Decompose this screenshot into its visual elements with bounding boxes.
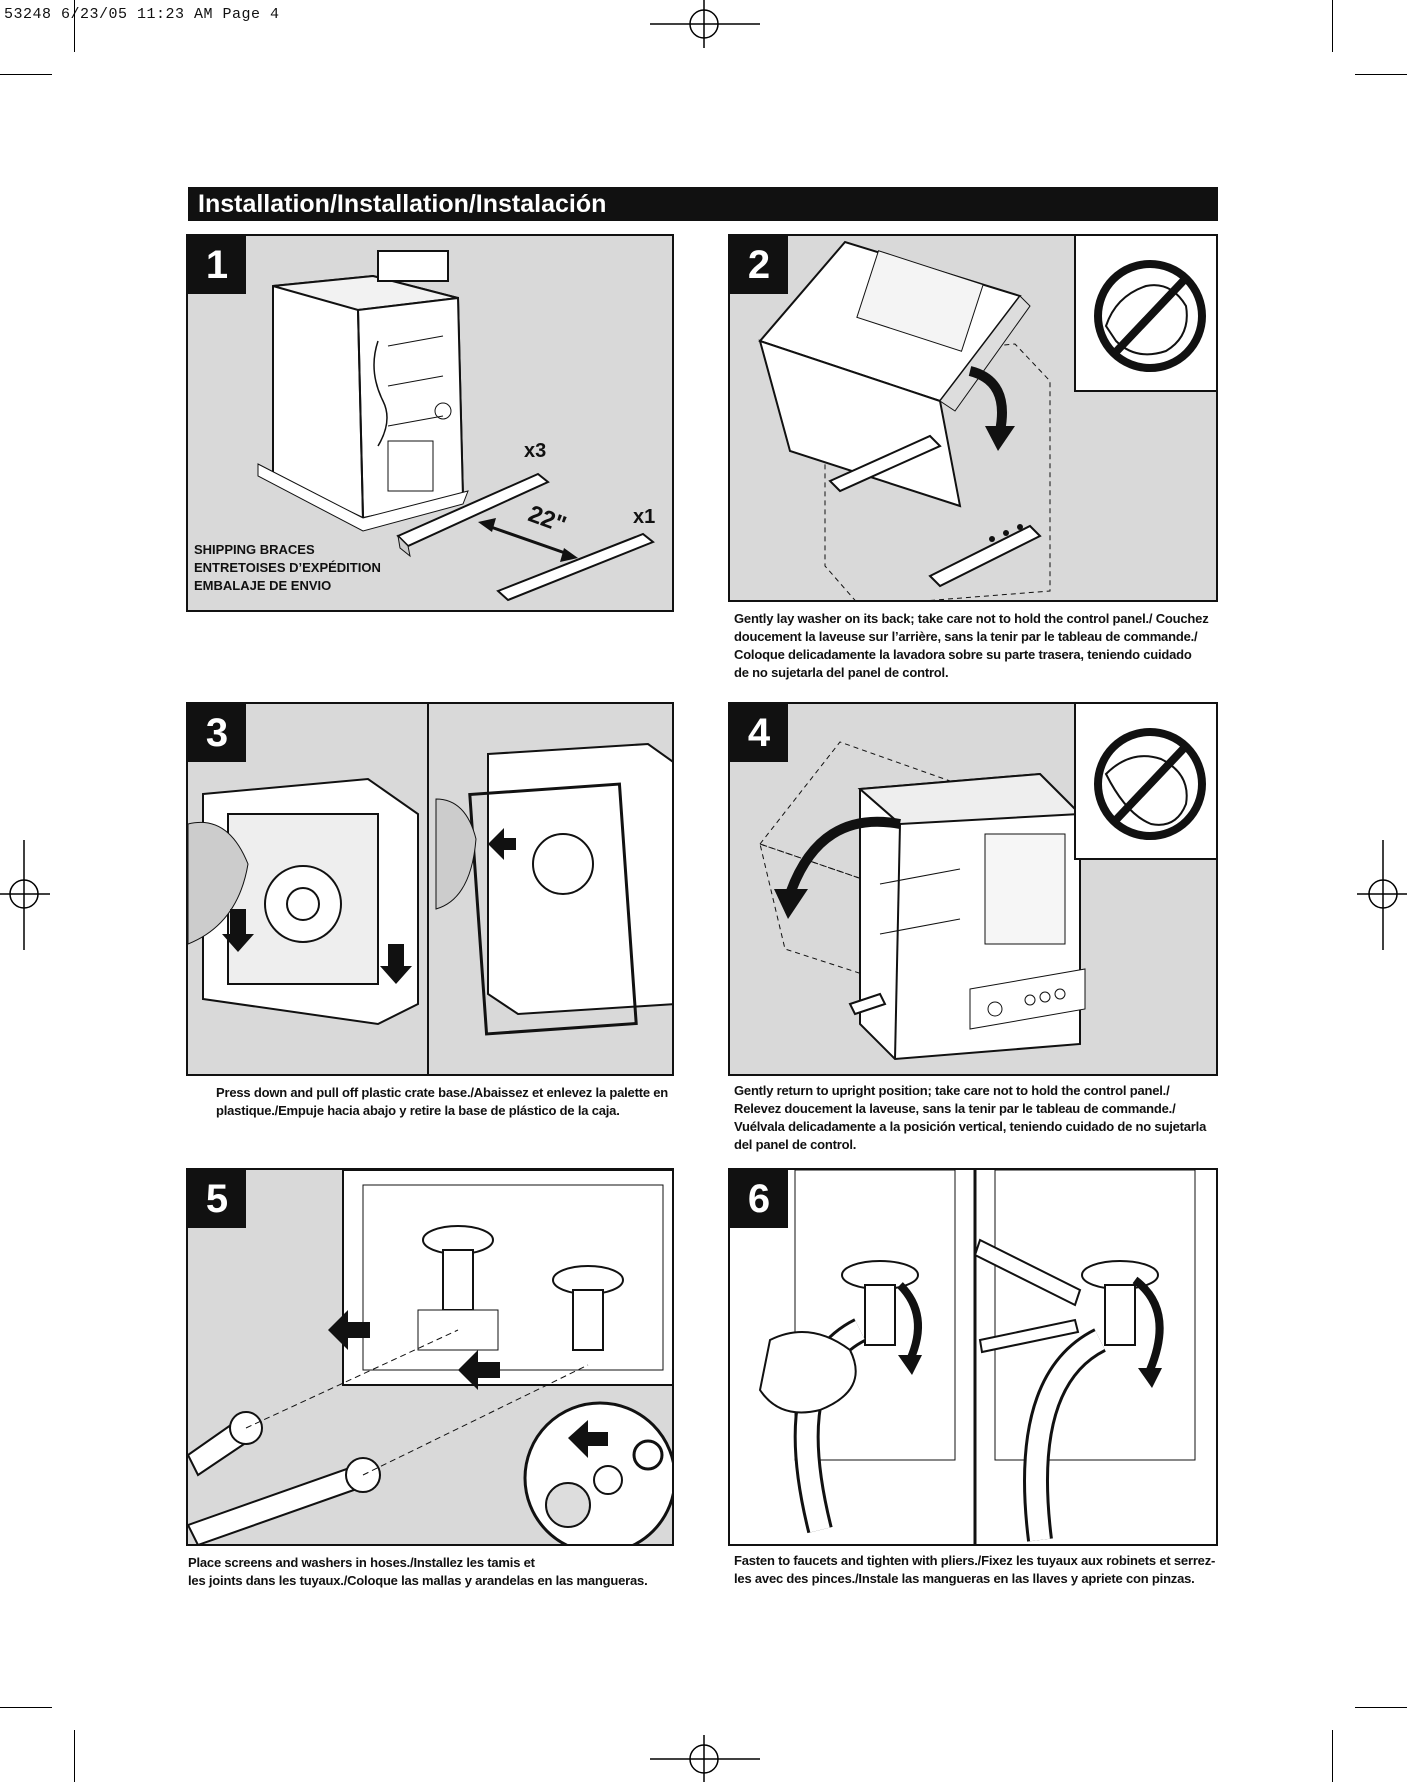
step-3-panel: 3 — [186, 702, 674, 1076]
step-6-panel: 6 — [728, 1168, 1218, 1546]
step-number: 2 — [730, 236, 788, 294]
step-1-panel: 1 x3 x1 22" SHIPPING BRACES ENTRETOISES … — [186, 234, 674, 612]
install-screens-washers-illustration — [188, 1170, 672, 1544]
quantity-label-x3: x3 — [524, 440, 547, 462]
warning-inset — [1074, 704, 1216, 860]
step-number: 1 — [188, 236, 246, 294]
printer-slug: 53248 6/23/05 11:23 AM Page 4 — [4, 6, 280, 23]
step-number: 4 — [730, 704, 788, 762]
quantity-label-x1: x1 — [633, 506, 656, 528]
do-not-hold-panel-icon — [1094, 728, 1206, 840]
remove-crate-base-illustration — [188, 704, 672, 1074]
step-number: 6 — [730, 1170, 788, 1228]
washer-with-braces-illustration — [257, 250, 655, 602]
step-number: 5 — [188, 1170, 246, 1228]
step-4-caption: Gently return to upright position; take … — [734, 1083, 1207, 1152]
washer-return-upright-illustration — [759, 741, 1086, 1061]
registration-mark-bottom — [650, 1735, 760, 1782]
step-4-panel: 4 — [728, 702, 1218, 1076]
step-5-panel: 5 — [186, 1168, 674, 1546]
washer-tipping-back-illustration — [758, 240, 1051, 600]
shipping-braces-label: SHIPPING BRACES ENTRETOISES D’EXPÉDITION… — [194, 542, 381, 593]
fasten-hoses-pliers-illustration — [730, 1170, 1216, 1544]
step-5-caption: Place screens and washers in hoses./Inst… — [188, 1555, 648, 1588]
step-2-panel: 2 — [728, 234, 1218, 602]
step-2-caption: Gently lay washer on its back; take care… — [734, 611, 1209, 680]
section-title: Installation/Installation/Instalación — [188, 187, 1218, 221]
warning-inset — [1074, 236, 1216, 392]
registration-mark-top — [650, 0, 760, 48]
step-number: 3 — [188, 704, 246, 762]
step-3-caption: Press down and pull off plastic crate ba… — [216, 1085, 669, 1118]
registration-mark-left — [0, 840, 50, 950]
registration-mark-right — [1357, 840, 1407, 950]
step-6-caption: Fasten to faucets and tighten with plier… — [734, 1553, 1216, 1586]
do-not-hold-panel-icon — [1094, 260, 1206, 372]
